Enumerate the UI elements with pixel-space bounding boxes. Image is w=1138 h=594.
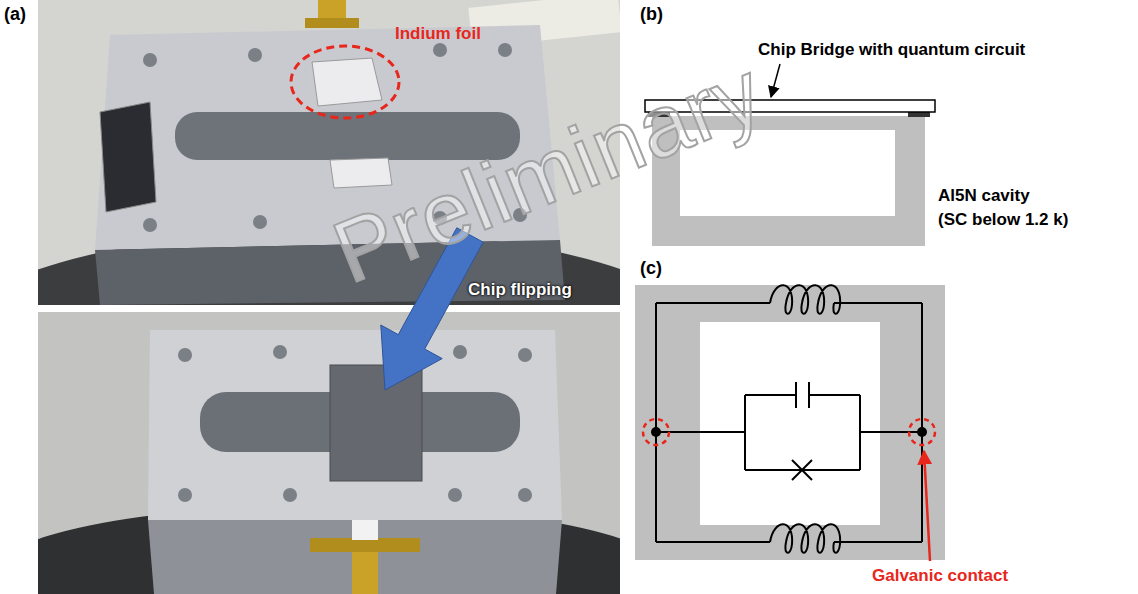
highlight-circle (643, 419, 669, 445)
screw-hole (178, 348, 192, 362)
highlight-circle (909, 419, 935, 445)
wire (809, 394, 860, 396)
wire (656, 541, 770, 543)
leader-line (771, 64, 780, 97)
chip (100, 102, 156, 212)
screw-hole (143, 53, 157, 67)
block-front-face (148, 520, 562, 594)
highlight-ellipse (291, 46, 399, 118)
screw-hole (248, 48, 262, 62)
wire (744, 395, 746, 470)
sma-connector (352, 552, 378, 594)
action-label: Chip flipping (468, 280, 572, 300)
wire (745, 394, 796, 396)
screw-hole (283, 488, 297, 502)
josephson-junction-symbol (792, 460, 812, 480)
photo-separator (38, 305, 620, 312)
screw-hole (518, 488, 532, 502)
wire (860, 431, 922, 433)
screw-hole (273, 345, 287, 359)
contact-dot (651, 427, 661, 437)
panel-letter: (c) (640, 258, 662, 280)
panel-letter: (a) (4, 4, 26, 26)
sma-flange (305, 18, 359, 28)
sma-connector (318, 0, 346, 18)
screw-hole (178, 488, 192, 502)
part-label: Chip Bridge with quantum circuit (758, 40, 1025, 60)
material-label: Al5N cavity (938, 186, 1030, 206)
indium-foil (330, 158, 392, 188)
wire (656, 302, 770, 304)
photo-after (38, 312, 620, 594)
material-note: (SC below 1.2 k) (938, 210, 1068, 230)
indium-foil (312, 58, 382, 106)
panel-letter: (b) (640, 4, 663, 26)
screw-hole (518, 348, 532, 362)
callout-label: Galvanic contact (872, 566, 1008, 586)
wire (921, 303, 923, 542)
wire (859, 395, 861, 470)
screw-hole (253, 215, 267, 229)
wire (655, 303, 657, 542)
sma-insulator (352, 520, 378, 540)
leader-line (924, 451, 930, 561)
cavity-frame (635, 285, 945, 560)
inductor-symbol (770, 524, 840, 553)
screw-hole (433, 43, 447, 57)
screw-hole (143, 218, 157, 232)
screw-hole (498, 43, 512, 57)
capacitor-symbol (796, 382, 809, 408)
circuit-wires (656, 285, 922, 553)
block-top-face (148, 330, 562, 520)
screw-hole (448, 488, 462, 502)
contact-dot (917, 427, 927, 437)
wire (834, 302, 922, 304)
inductor-symbol (770, 285, 840, 314)
wire (834, 541, 922, 543)
watermark: Preliminary (322, 47, 773, 298)
callout-label: Indium foil (395, 24, 481, 44)
sma-flange (310, 538, 420, 552)
chip (330, 365, 422, 481)
screw-hole (453, 345, 467, 359)
